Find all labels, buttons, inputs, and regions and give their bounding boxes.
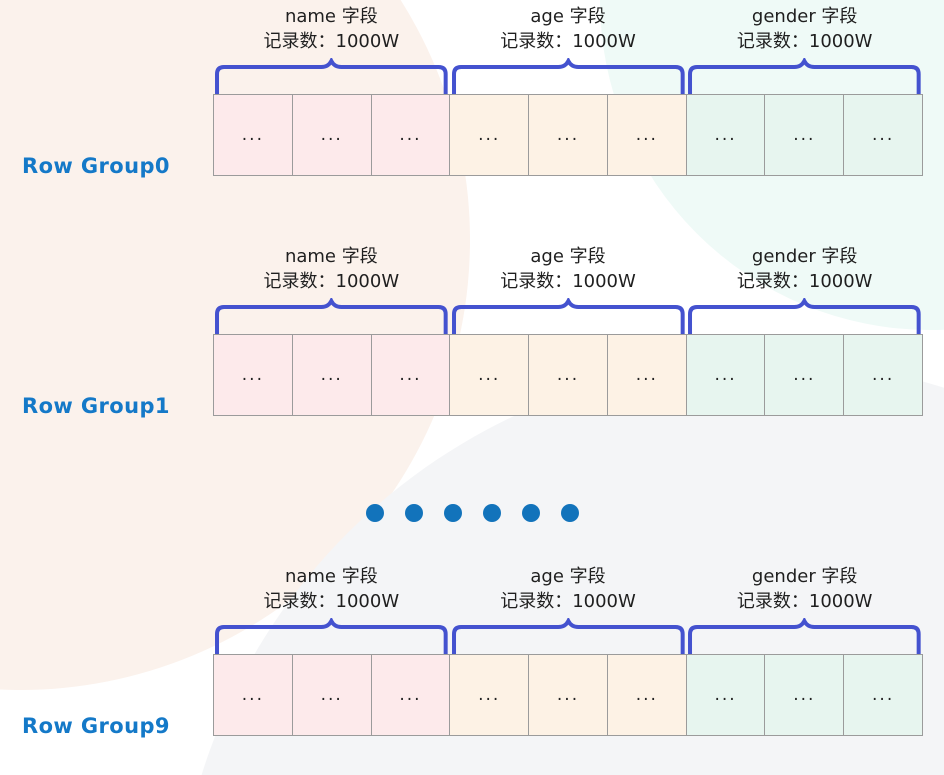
column-caption-gender: gender 字段 记录数：1000W (686, 564, 923, 614)
column-count-label: 记录数：1000W (736, 271, 873, 292)
curly-brace-icon (213, 58, 450, 94)
row-group-label: Row Group0 (22, 154, 170, 178)
data-cell: ... (292, 335, 372, 415)
data-cell: ... (529, 655, 608, 735)
data-cell: ... (686, 655, 766, 735)
ellipsis-dot (482, 504, 501, 522)
data-cell: ... (844, 655, 923, 735)
data-cell: ... (765, 335, 845, 415)
ellipsis-dot (404, 504, 423, 522)
data-cell: ... (844, 95, 923, 175)
column-captions: name 字段 记录数：1000W age 字段 记录数：1000W gende… (213, 244, 923, 294)
column-captions: name 字段 记录数：1000W age 字段 记录数：1000W gende… (213, 564, 923, 614)
column-field-label: gender 字段 (751, 6, 858, 27)
data-cell: ... (214, 335, 293, 415)
curly-brace-icon (213, 298, 450, 334)
column-caption-age: age 字段 记录数：1000W (450, 244, 687, 294)
data-cell: ... (529, 335, 608, 415)
column-field-label: name 字段 (284, 566, 378, 587)
data-cell: ... (765, 95, 845, 175)
column-count-label: 记录数：1000W (263, 591, 400, 612)
data-cell: ... (450, 95, 530, 175)
ellipsis-dot (560, 504, 579, 522)
column-caption-age: age 字段 记录数：1000W (450, 4, 687, 54)
curly-brace-icon (213, 618, 450, 654)
data-cell: ... (607, 95, 687, 175)
ellipsis-separator (0, 504, 944, 522)
data-cell: ... (214, 655, 293, 735)
column-count-label: 记录数：1000W (500, 31, 636, 52)
column-braces (213, 618, 923, 654)
data-cell: ... (529, 95, 608, 175)
column-captions: name 字段 记录数：1000W age 字段 记录数：1000W gende… (213, 4, 923, 54)
data-cell: ... (371, 95, 451, 175)
ellipsis-dot (443, 504, 462, 522)
data-cell: ... (450, 335, 530, 415)
column-field-label: name 字段 (284, 6, 378, 27)
curly-brace-icon (686, 298, 923, 334)
row-group-body: name 字段 记录数：1000W age 字段 记录数：1000W gende… (213, 244, 923, 416)
row-group-label: Row Group1 (22, 394, 170, 418)
row-group-cells: ... ... ... ... ... ... ... ... ... (213, 654, 923, 736)
row-group-body: name 字段 记录数：1000W age 字段 记录数：1000W gende… (213, 4, 923, 176)
data-cell: ... (371, 335, 451, 415)
data-cell: ... (214, 95, 293, 175)
column-count-label: 记录数：1000W (736, 591, 873, 612)
data-cell: ... (686, 95, 766, 175)
row-group-label: Row Group9 (22, 714, 170, 738)
data-cell: ... (844, 335, 923, 415)
column-field-label: gender 字段 (751, 566, 858, 587)
column-count-label: 记录数：1000W (263, 31, 400, 52)
row-group-body: name 字段 记录数：1000W age 字段 记录数：1000W gende… (213, 564, 923, 736)
ellipsis-dot (521, 504, 540, 522)
curly-brace-icon (686, 618, 923, 654)
column-field-label: age 字段 (530, 6, 606, 27)
column-braces (213, 58, 923, 94)
data-cell: ... (607, 335, 687, 415)
row-group-cells: ... ... ... ... ... ... ... ... ... (213, 334, 923, 416)
column-caption-gender: gender 字段 记录数：1000W (686, 4, 923, 54)
column-count-label: 记录数：1000W (736, 31, 873, 52)
curly-brace-icon (450, 618, 687, 654)
column-caption-name: name 字段 记录数：1000W (213, 564, 450, 614)
curly-brace-icon (686, 58, 923, 94)
curly-brace-icon (450, 298, 687, 334)
data-cell: ... (371, 655, 451, 735)
data-cell: ... (292, 95, 372, 175)
data-cell: ... (292, 655, 372, 735)
column-field-label: age 字段 (530, 566, 606, 587)
column-count-label: 记录数：1000W (263, 271, 400, 292)
column-count-label: 记录数：1000W (500, 591, 636, 612)
column-caption-age: age 字段 记录数：1000W (450, 564, 687, 614)
data-cell: ... (607, 655, 687, 735)
data-cell: ... (686, 335, 766, 415)
column-caption-name: name 字段 记录数：1000W (213, 4, 450, 54)
ellipsis-dot (365, 504, 384, 522)
row-group-cells: ... ... ... ... ... ... ... ... ... (213, 94, 923, 176)
column-caption-gender: gender 字段 记录数：1000W (686, 244, 923, 294)
curly-brace-icon (450, 58, 687, 94)
column-field-label: name 字段 (284, 246, 378, 267)
column-caption-name: name 字段 记录数：1000W (213, 244, 450, 294)
column-braces (213, 298, 923, 334)
data-cell: ... (450, 655, 530, 735)
data-cell: ... (765, 655, 845, 735)
column-count-label: 记录数：1000W (500, 271, 636, 292)
column-field-label: age 字段 (530, 246, 606, 267)
column-field-label: gender 字段 (751, 246, 858, 267)
